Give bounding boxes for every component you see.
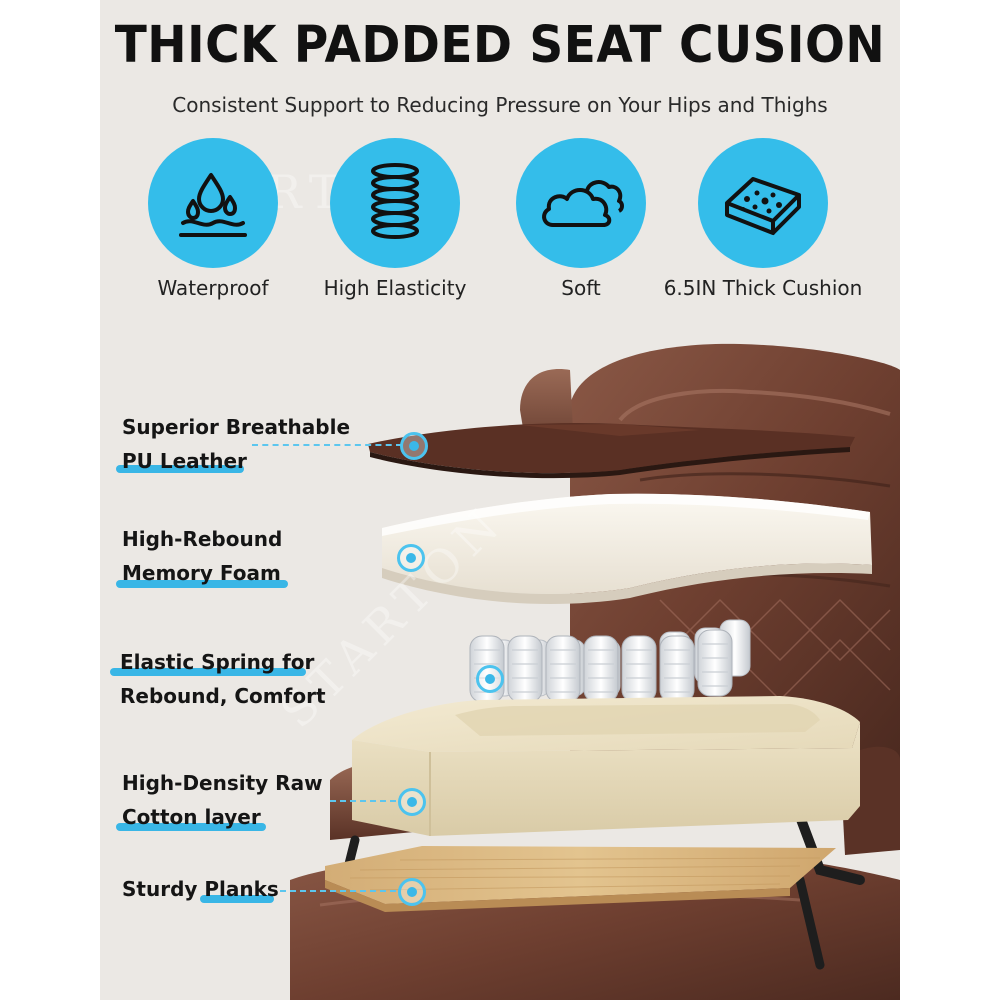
callout-line2: PU Leather: [122, 449, 247, 473]
foam-cushion-icon: [725, 177, 801, 235]
callout-memory-foam: High-Rebound Memory Foam: [122, 522, 282, 590]
callout-connector: [280, 890, 396, 892]
spring-coil-icon: [371, 163, 419, 239]
feature-label: Waterproof: [157, 276, 269, 300]
feature-label: Soft: [561, 276, 601, 300]
callout-highlight: [116, 465, 244, 473]
water-drops-icon: [179, 173, 247, 237]
callout-pu-leather: Superior Breathable PU Leather: [122, 410, 350, 478]
callout-elastic-spring: Elastic Spring for Rebound, Comfort: [120, 645, 326, 713]
callout-cotton-layer: High-Density Raw Cotton layer: [122, 766, 323, 834]
feature-high-elasticity: High Elasticity: [290, 138, 500, 300]
callout-highlight: [200, 895, 274, 903]
feature-waterproof: Waterproof: [108, 138, 318, 300]
feature-label: High Elasticity: [323, 276, 467, 300]
callout-sturdy-planks: Sturdy Planks: [122, 872, 279, 906]
callout-connector: [330, 800, 396, 802]
page-title: THICK PADDED SEAT CUSION: [114, 15, 886, 76]
feature-badge: [330, 138, 460, 268]
cloud-icon: [542, 180, 624, 227]
page-subtitle: Consistent Support to Reducing Pressure …: [172, 93, 828, 117]
feature-label: 6.5IN Thick Cushion: [663, 276, 863, 300]
callout-connector: [252, 444, 402, 446]
callout-line1: High-Rebound: [122, 527, 283, 551]
feature-thick-cushion: 6.5IN Thick Cushion: [658, 138, 868, 300]
feature-badge: [148, 138, 278, 268]
callout-highlight: [110, 668, 306, 676]
callout-marker: [398, 788, 426, 816]
callout-marker: [398, 878, 426, 906]
callout-marker: [400, 432, 428, 460]
feature-badge: [698, 138, 828, 268]
feature-soft: Soft: [476, 138, 686, 300]
feature-badge: [516, 138, 646, 268]
seat-cushion-illustration: [290, 343, 900, 1000]
callout-line1: Elastic Spring for: [120, 650, 315, 674]
callout-line2: Rebound, Comfort: [120, 684, 326, 708]
callout-line1: Superior Breathable: [122, 415, 351, 439]
callout-line2: Cotton layer: [122, 805, 261, 829]
callout-highlight: [116, 580, 288, 588]
callout-marker: [397, 544, 425, 572]
callout-line2: Memory Foam: [122, 561, 281, 585]
callout-marker: [476, 665, 504, 693]
callout-line1: Sturdy Planks: [122, 877, 279, 901]
callout-highlight: [116, 823, 266, 831]
callout-line1: High-Density Raw: [122, 771, 323, 795]
